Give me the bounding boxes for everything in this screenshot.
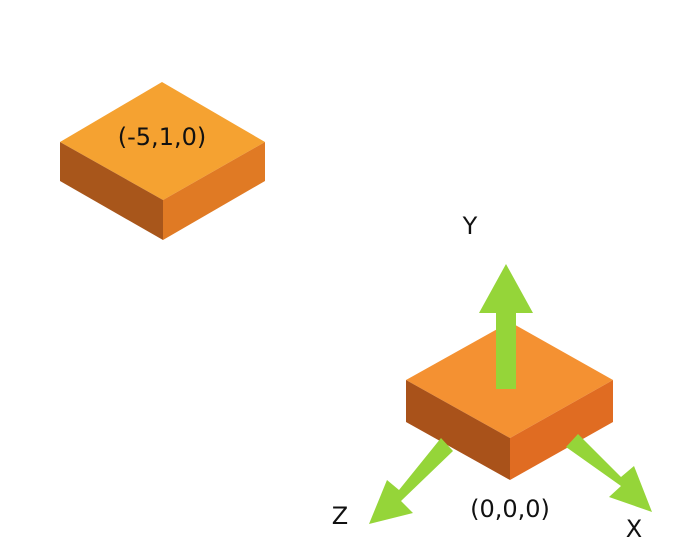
z-axis-arrow: [369, 438, 453, 524]
cube-remote-left-face: [60, 142, 163, 240]
cube-remote-right-face: [163, 142, 265, 240]
cube-remote-label: (-5,1,0): [118, 123, 206, 151]
cube-origin-left-face: [406, 380, 510, 480]
z-axis-label: Z: [332, 502, 348, 530]
y-axis-label: Y: [462, 212, 478, 240]
cube-origin-right-face: [510, 380, 613, 480]
x-axis-arrow: [566, 434, 652, 512]
cube-remote-top-face: [60, 82, 265, 200]
y-axis-arrow: [479, 264, 533, 389]
cube-origin-label: (0,0,0): [470, 495, 550, 523]
x-axis-label: X: [626, 515, 642, 543]
axis-arrows: [369, 264, 652, 524]
cube-remote: (-5,1,0): [60, 82, 265, 240]
